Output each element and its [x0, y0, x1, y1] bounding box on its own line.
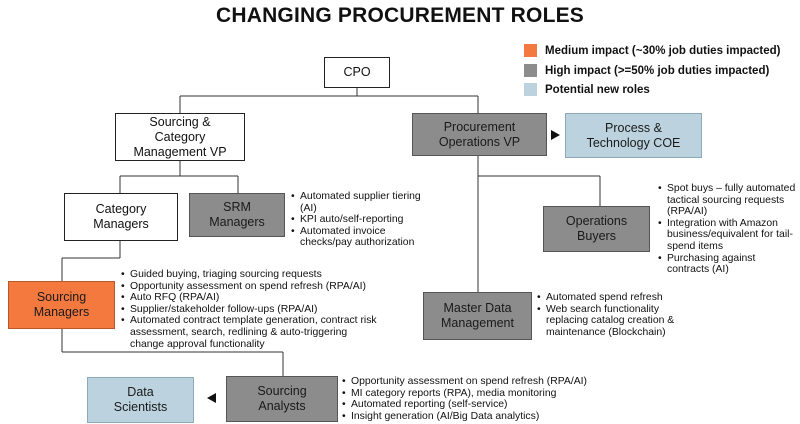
legend-label-new: Potential new roles [545, 83, 650, 96]
procurement-operations-vp-box: Procurement Operations VP [412, 113, 547, 156]
sourcing-category-vp-box: Sourcing & Category Management VP [115, 113, 245, 161]
data-scientists-box: Data Scientists [87, 377, 194, 423]
operations-buyers-bullets: Spot buys – fully automated tactical sou… [658, 183, 796, 276]
bullet-item: Auto RFQ (RPA/AI) [121, 292, 383, 304]
bullet-item: Automated invoice checks/pay authorizati… [291, 226, 431, 249]
bullet-item: Spot buys – fully automated tactical sou… [658, 183, 796, 218]
diagram-title: CHANGING PROCUREMENT ROLES [215, 4, 585, 27]
bullet-item: Automated supplier tiering (AI) [291, 191, 431, 214]
bullet-item: KPI auto/self-reporting [291, 214, 431, 226]
bullet-item: Integration with Amazon business/equival… [658, 218, 796, 253]
category-managers-box: Category Managers [64, 193, 178, 241]
bullet-item: Automated spend refresh [537, 292, 697, 304]
cpo-box: CPO [324, 57, 390, 88]
legend-item-medium: Medium impact (~30% job duties impacted) [524, 44, 780, 57]
bullet-item: Supplier/stakeholder follow-ups (RPA/AI) [121, 304, 383, 316]
sourcing-managers-box: Sourcing Managers [8, 281, 115, 329]
bullet-item: Automated reporting (self-service) [342, 399, 602, 411]
srm-managers-box: SRM Managers [189, 193, 285, 237]
legend-label-high: High impact (>=50% job duties impacted) [545, 64, 770, 77]
bullet-item: Guided buying, triaging sourcing request… [121, 269, 383, 281]
legend-swatch-medium [524, 44, 537, 57]
process-technology-coe-box: Process & Technology COE [565, 113, 702, 158]
bullet-item: MI category reports (RPA), media monitor… [342, 388, 602, 400]
bullet-item: Opportunity assessment on spend refresh … [121, 281, 383, 293]
legend-label-medium: Medium impact (~30% job duties impacted) [545, 44, 781, 57]
bullet-item: Purchasing against contracts (AI) [658, 253, 796, 276]
legend-swatch-high [524, 64, 537, 77]
master-data-management-bullets: Automated spend refresh Web search funct… [537, 292, 697, 338]
legend-item-high: High impact (>=50% job duties impacted) [524, 64, 769, 77]
sourcing-managers-bullets: Guided buying, triaging sourcing request… [121, 269, 383, 350]
bullet-item: Automated contract template generation, … [121, 315, 383, 350]
legend-item-new: Potential new roles [524, 83, 650, 96]
operations-buyers-box: Operations Buyers [543, 206, 650, 252]
srm-managers-bullets: Automated supplier tiering (AI) KPI auto… [291, 191, 431, 249]
bullet-item: Insight generation (AI/Big Data analytic… [342, 411, 602, 423]
sourcing-analysts-bullets: Opportunity assessment on spend refresh … [342, 376, 602, 422]
legend-swatch-new [524, 83, 537, 96]
bullet-item: Opportunity assessment on spend refresh … [342, 376, 602, 388]
master-data-management-box: Master Data Management [423, 292, 532, 340]
sourcing-analysts-box: Sourcing Analysts [226, 376, 338, 422]
bullet-item: Web search functionality replacing catal… [537, 304, 697, 339]
